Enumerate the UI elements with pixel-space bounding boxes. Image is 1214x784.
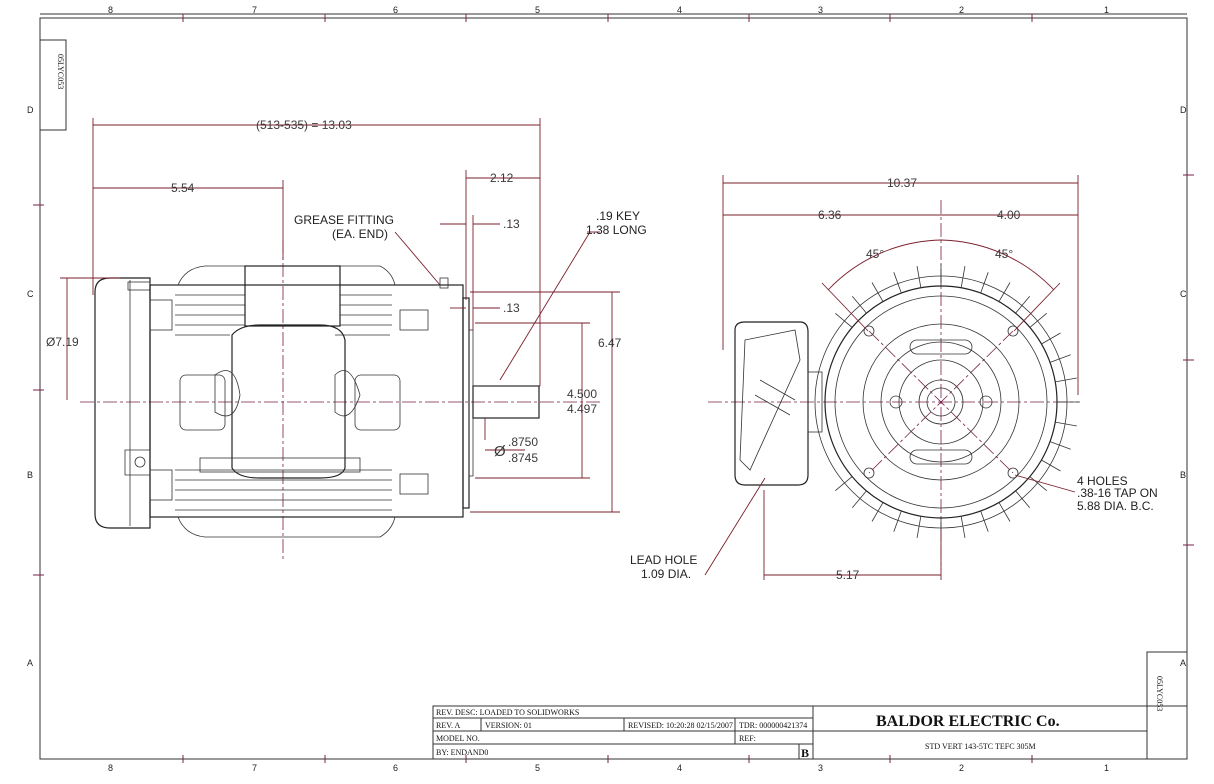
cooling-fin	[893, 272, 902, 294]
note-4-holes: 4 HOLES	[1077, 474, 1128, 488]
tb-model-no: MODEL NO.	[436, 734, 480, 743]
cooling-fin	[980, 272, 989, 294]
zone-col-4-top: 4	[677, 5, 682, 15]
zone-row-a-right: A	[1180, 658, 1186, 668]
sheet-id-bottom: 05LYC053	[1155, 676, 1164, 711]
cooling-fin	[998, 282, 1011, 302]
note-grease-fitting: GREASE FITTING	[294, 213, 394, 227]
cooling-fin	[980, 510, 989, 532]
dim-6-47: 6.47	[598, 336, 622, 350]
dim-shaft-min: .8745	[508, 451, 538, 465]
note-grease-end: (EA. END)	[332, 227, 388, 241]
zone-row-d-right: D	[1180, 105, 1187, 115]
cooling-fin	[960, 516, 966, 538]
zone-row-a-left: A	[27, 658, 33, 668]
zone-row-b-left: B	[27, 470, 33, 480]
side-view	[60, 118, 620, 560]
note-lead-hole: LEAD HOLE	[630, 553, 697, 567]
tb-size: B	[801, 746, 809, 760]
tb-rev: REV. A	[436, 721, 461, 730]
title-block	[432, 705, 1188, 760]
zone-col-2-top: 2	[959, 5, 964, 15]
zone-col-5-top: 5	[535, 5, 540, 15]
cooling-fin	[1041, 459, 1061, 472]
dim-013-mid: .13	[503, 301, 520, 315]
cooling-fin	[1049, 354, 1071, 363]
cooling-fin	[851, 490, 867, 508]
dim-pilot-max: 4.500	[567, 387, 597, 401]
cooling-fin	[893, 510, 902, 532]
zone-col-1-bottom: 1	[1104, 763, 1109, 773]
cooling-fin	[1041, 332, 1061, 345]
zone-col-5-bottom: 5	[535, 763, 540, 773]
dim-013-top: .13	[503, 217, 520, 231]
note-lead-hole-dia: 1.09 DIA.	[641, 567, 691, 581]
dim-shaft-max: .8750	[508, 435, 538, 449]
dim-dia-7-19: Ø7.19	[46, 335, 79, 349]
end-view	[704, 175, 1080, 580]
cooling-fin	[1055, 377, 1077, 383]
zone-col-7-bottom: 7	[252, 763, 257, 773]
cooling-fin	[1015, 490, 1031, 508]
zone-col-7-top: 7	[252, 5, 257, 15]
sheet-border	[39, 17, 1188, 760]
cooling-fin	[1029, 476, 1047, 492]
tb-tdr: TDR: 000000421374	[739, 721, 807, 730]
tb-by: BY: ENDAND0	[436, 748, 488, 757]
zone-row-d-left: D	[27, 105, 34, 115]
dim-6-36: 6.36	[818, 208, 842, 222]
tb-description: STD VERT 143-5TC TEFC 305M	[925, 742, 1036, 751]
dim-5-17: 5.17	[836, 568, 860, 582]
zone-col-4-bottom: 4	[677, 763, 682, 773]
dim-angle-right: 45°	[995, 247, 1013, 261]
zone-col-1-top: 1	[1104, 5, 1109, 15]
cooling-fin	[1029, 312, 1047, 328]
zone-col-3-top: 3	[818, 5, 823, 15]
zone-col-2-bottom: 2	[959, 763, 964, 773]
cooling-fin	[1055, 421, 1077, 427]
cooling-fin	[960, 266, 966, 288]
cooling-fin	[871, 282, 884, 302]
cooling-fin	[1049, 441, 1071, 450]
cooling-fin	[916, 266, 922, 288]
dim-4-00: 4.00	[997, 208, 1021, 222]
zone-col-8-bottom: 8	[108, 763, 113, 773]
tb-revised: REVISED: 10:20:28 02/15/2007	[628, 721, 733, 730]
cooling-fin	[1015, 296, 1031, 314]
zone-row-c-right: C	[1180, 289, 1187, 299]
zone-row-c-left: C	[27, 289, 34, 299]
note-bolt-circle: 5.88 DIA. B.C.	[1077, 499, 1154, 513]
zone-row-b-right: B	[1180, 470, 1186, 480]
dim-5-54: 5.54	[171, 181, 195, 195]
dim-10-37: 10.37	[887, 176, 917, 190]
cooling-fin	[871, 502, 884, 522]
cooling-fin	[851, 296, 867, 314]
dim-2-12: 2.12	[490, 171, 514, 185]
zone-col-3-bottom: 3	[818, 763, 823, 773]
tb-version: VERSION: 01	[485, 721, 532, 730]
tb-company: BALDOR ELECTRIC Co.	[876, 713, 1060, 730]
cooling-fin	[835, 312, 853, 328]
note-key-length: 1.38 LONG	[586, 223, 647, 237]
dim-overall-length: (513-535) = 13.03	[256, 118, 352, 132]
cooling-fin	[998, 502, 1011, 522]
cooling-fin	[835, 476, 853, 492]
dim-angle-left: 45°	[866, 247, 884, 261]
sheet-id-top: 05LYC053	[56, 54, 65, 89]
zone-col-6-top: 6	[393, 5, 398, 15]
zone-col-8-top: 8	[108, 5, 113, 15]
zone-ticks	[33, 14, 1194, 763]
dim-pilot-min: 4.497	[567, 402, 597, 416]
dim-shaft-dia-symbol: Ø	[494, 443, 506, 460]
zone-col-6-bottom: 6	[393, 763, 398, 773]
note-key: .19 KEY	[596, 209, 640, 223]
note-tap: .38-16 TAP ON	[1077, 486, 1158, 500]
tb-rev-desc: REV. DESC: LOADED TO SOLIDWORKS	[436, 708, 579, 717]
tb-ref: REF:	[739, 734, 756, 743]
cooling-fin	[916, 516, 922, 538]
